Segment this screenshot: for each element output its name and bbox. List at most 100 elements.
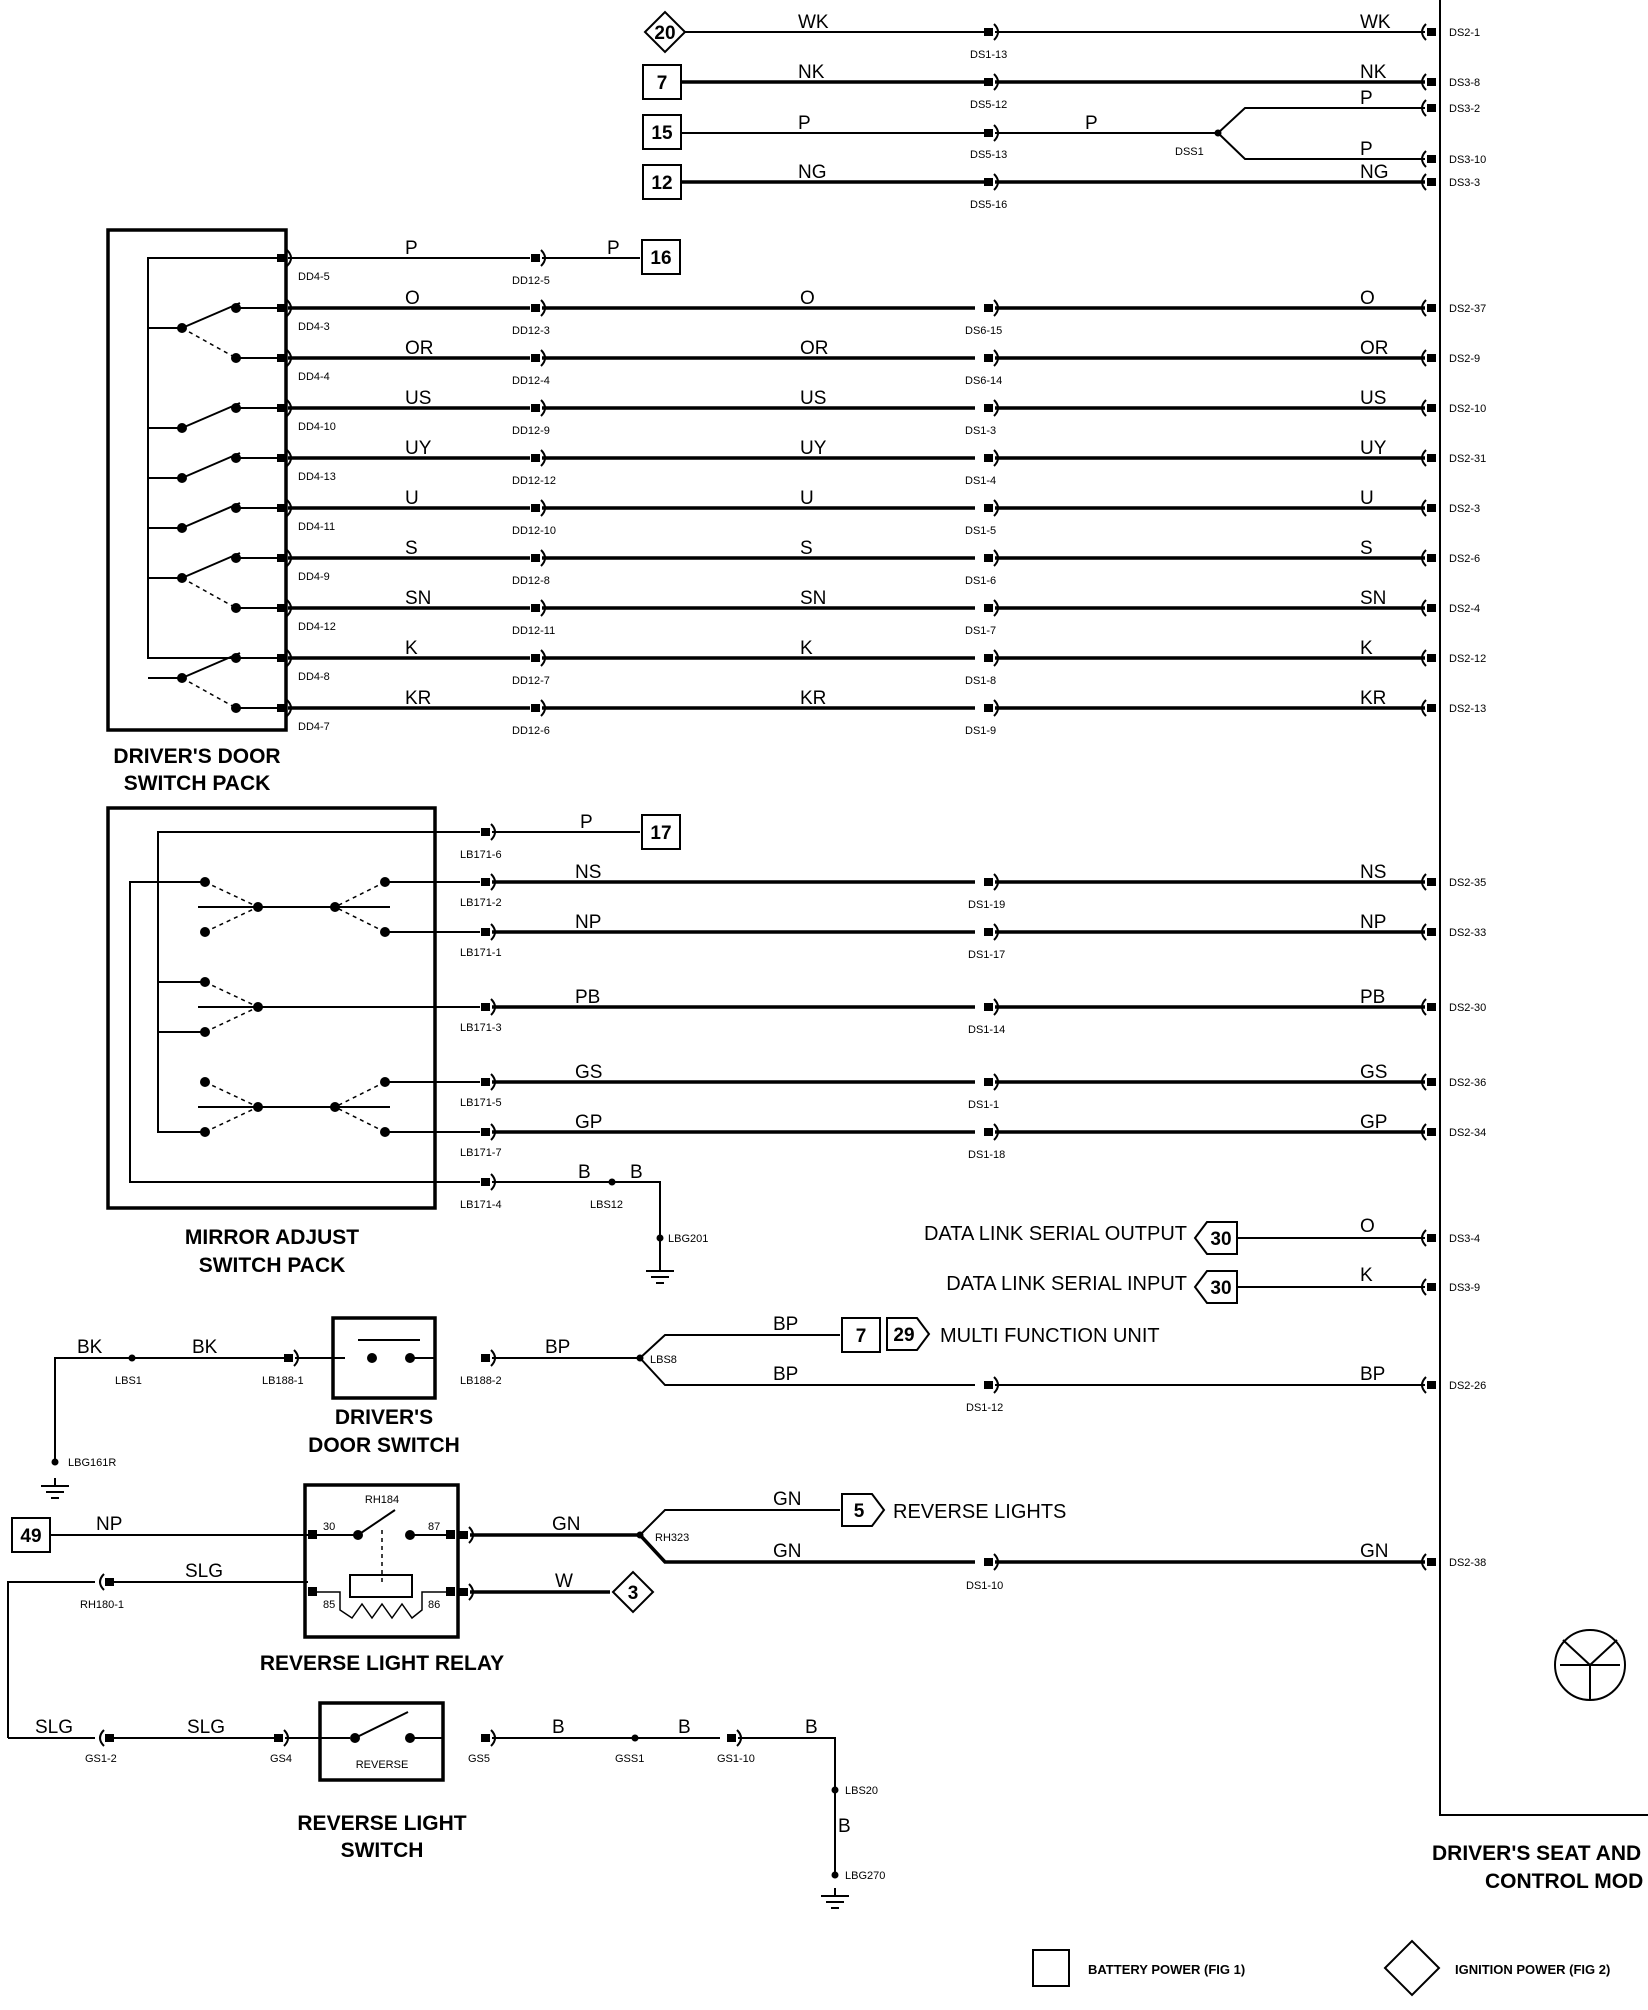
module-connector — [1421, 73, 1427, 91]
relay-pin-label: 85 — [323, 1599, 335, 1611]
wire — [204, 906, 259, 933]
wire-color-label: UY — [800, 438, 827, 459]
door-switch-caption: DRIVER'S — [335, 1406, 433, 1429]
switch-arm — [354, 1711, 409, 1739]
module-connector — [1427, 155, 1436, 163]
connector-pin — [984, 178, 993, 186]
connector-label: DS1-14 — [968, 1024, 1005, 1036]
control-module-caption: CONTROL MOD — [1485, 1870, 1643, 1893]
module-pin-label: DS2-30 — [1449, 1002, 1486, 1014]
wire-color-label: KR — [405, 688, 431, 709]
module-pin-label: DS2-1 — [1449, 27, 1480, 39]
connector-pin — [984, 878, 993, 886]
module-pin-label: DS2-33 — [1449, 927, 1486, 939]
connector-pin — [984, 354, 993, 362]
connector-label: DS1-8 — [965, 675, 996, 687]
switch-arm — [181, 652, 241, 679]
control-module-outline — [1439, 0, 1648, 1816]
connector-label: LB188-1 — [262, 1375, 304, 1387]
connector-pin — [277, 254, 286, 262]
connector-label: GS1-10 — [717, 1753, 755, 1765]
connector-label: DS5-12 — [970, 99, 1007, 111]
connector-pin — [984, 928, 993, 936]
wire-color-label: US — [405, 388, 431, 409]
connector-label: GS4 — [270, 1753, 292, 1765]
wire — [204, 1006, 259, 1033]
connector-pin — [277, 404, 286, 412]
connector-label: DD12-12 — [512, 475, 556, 487]
module-connector — [1421, 1553, 1427, 1571]
module-pin-label: DS2-9 — [1449, 353, 1480, 365]
wire-color-label: O — [1360, 1216, 1375, 1237]
connector-pin — [531, 254, 540, 262]
reverse-lights-label: REVERSE LIGHTS — [893, 1501, 1066, 1523]
connector-label: DS1-1 — [968, 1099, 999, 1111]
splice-label: LBS8 — [650, 1354, 677, 1366]
wire-color-label: SLG — [185, 1561, 223, 1582]
connector-pin — [99, 1729, 105, 1747]
wire-color-label: UY — [405, 438, 432, 459]
wire-color-label: B — [630, 1162, 643, 1183]
wire-color-label: NG — [798, 162, 827, 183]
connector-label: DD4-7 — [298, 721, 330, 733]
connector-label: LB171-3 — [460, 1022, 502, 1034]
module-pin-label: DS3-10 — [1449, 154, 1486, 166]
module-connector — [1421, 173, 1427, 191]
module-pin-label: DS2-26 — [1449, 1380, 1486, 1392]
connector-label: LB171-7 — [460, 1147, 502, 1159]
control-module-caption: DRIVER'S SEAT AND — [1432, 1842, 1641, 1865]
connector-label: DS1-18 — [968, 1149, 1005, 1161]
wire-color-label: P — [1360, 88, 1373, 109]
connector-pin — [481, 1178, 490, 1186]
module-connector — [1421, 649, 1427, 667]
module-ground-symbol — [1589, 1639, 1618, 1666]
wire-color-label: BK — [192, 1337, 218, 1358]
module-ground-symbol — [1562, 1639, 1591, 1666]
module-pin-label: DS3-2 — [1449, 103, 1480, 115]
connector-label: DS1-17 — [968, 949, 1005, 961]
wire-color-label: OR — [1360, 338, 1389, 359]
connector-label: DD12-10 — [512, 525, 556, 537]
connector-pin — [531, 304, 540, 312]
wire-color-label: P — [798, 113, 811, 134]
mfu-ref-arrow-label: 29 — [893, 1325, 914, 1346]
module-connector — [1421, 923, 1427, 941]
connector-pin — [984, 704, 993, 712]
wire-color-label: S — [1360, 538, 1373, 559]
data-output-label: DATA LINK SERIAL OUTPUT — [924, 1223, 1187, 1245]
wire-color-label: K — [800, 638, 813, 659]
wire — [334, 1081, 386, 1108]
wire-color-label: U — [800, 488, 814, 509]
connector-label: DS5-16 — [970, 199, 1007, 211]
connector-pin — [481, 1003, 490, 1011]
wire-color-label: S — [405, 538, 418, 559]
ignition-ref-diamond-label: 3 — [628, 1583, 639, 1604]
wire-color-label: O — [800, 288, 815, 309]
mfu-ref-arrow — [886, 1317, 931, 1351]
module-pin-label: DS2-37 — [1449, 303, 1486, 315]
wire-color-label: NP — [1360, 912, 1386, 933]
wire — [639, 1334, 840, 1359]
connector-label: DD4-10 — [298, 421, 336, 433]
module-pin-label: DS3-9 — [1449, 1282, 1480, 1294]
wire-color-label: GN — [773, 1489, 802, 1510]
module-connector — [1427, 78, 1436, 86]
connector-label: LB171-5 — [460, 1097, 502, 1109]
module-connector — [1421, 1229, 1427, 1247]
wire-color-label: US — [1360, 388, 1386, 409]
connector-label: DD4-5 — [298, 271, 330, 283]
module-connector — [1421, 349, 1427, 367]
wire — [1217, 132, 1425, 160]
relay-pin — [308, 1587, 317, 1596]
wire — [1217, 107, 1425, 134]
module-connector — [1421, 1123, 1427, 1141]
connector-pin — [105, 1578, 114, 1586]
connector-label: DS1-9 — [965, 725, 996, 737]
module-pin-label: DS2-38 — [1449, 1557, 1486, 1569]
connector-label: DS1-6 — [965, 575, 996, 587]
connector-label: DD4-13 — [298, 471, 336, 483]
wire-color-label: GP — [575, 1112, 602, 1133]
connector-pin — [531, 454, 540, 462]
wire-color-label: US — [800, 388, 826, 409]
reverse-lights-ref-arrow — [841, 1493, 886, 1527]
